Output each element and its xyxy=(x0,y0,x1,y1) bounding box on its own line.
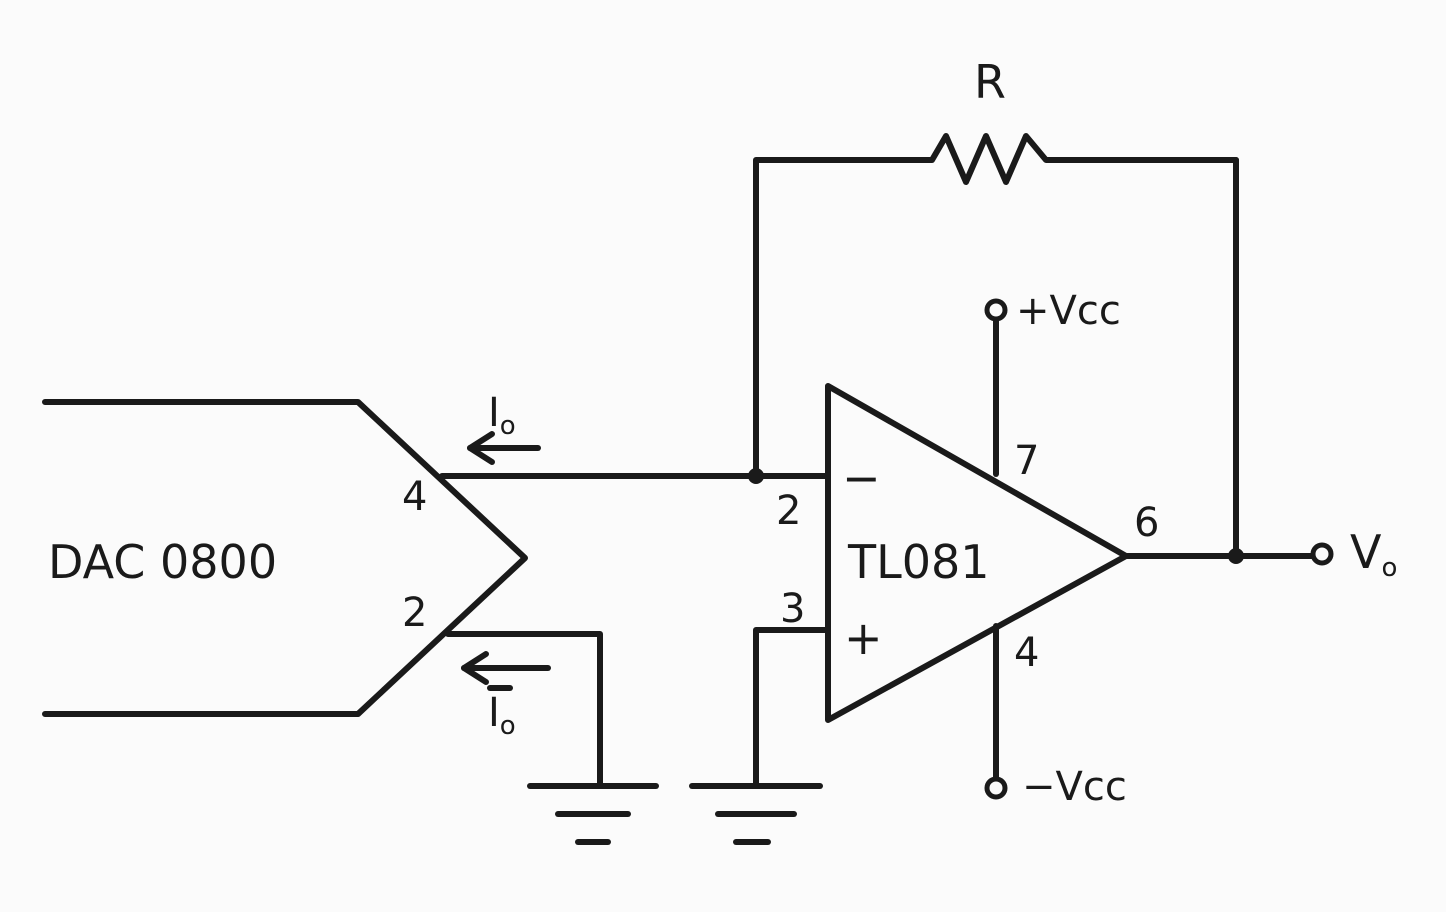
opamp-triangle xyxy=(825,383,1129,723)
negative-supply: −Vcc xyxy=(984,623,1127,810)
wire-io-bar-to-ground xyxy=(445,631,603,787)
vcc-pos-label: +Vcc xyxy=(1016,288,1121,334)
opamp-pin-6-label: 6 xyxy=(1134,500,1159,546)
ground-symbol-left xyxy=(527,783,659,845)
io-bar-label: Io xyxy=(488,690,516,741)
resistor-r xyxy=(905,133,1239,185)
dac-block: DAC 0800 4 2 xyxy=(42,399,528,717)
feedback-wire-left xyxy=(753,157,911,479)
opamp-pin-7-label: 7 xyxy=(1014,438,1039,484)
vcc-neg-terminal xyxy=(984,776,1008,800)
positive-supply: +Vcc xyxy=(984,288,1121,477)
opamp-label: TL081 xyxy=(847,535,990,589)
output: Vo xyxy=(1123,525,1397,583)
opamp-noninverting-sign: + xyxy=(844,611,883,665)
junction-inverting-node xyxy=(748,468,764,484)
dac-pin-4-label: 4 xyxy=(402,474,427,520)
io-bar-current: Io xyxy=(461,651,551,741)
io-label: Io xyxy=(488,390,516,441)
opamp-tl081: TL081 − + 2 3 7 4 6 xyxy=(776,383,1159,723)
dac-outline xyxy=(42,399,528,717)
output-terminal xyxy=(1310,542,1334,566)
opamp-inverting-sign: − xyxy=(842,451,881,505)
io-bar-arrow-head xyxy=(461,651,489,685)
dac-pin-2-label: 2 xyxy=(402,590,427,636)
opamp-pin-4-label: 4 xyxy=(1014,630,1039,676)
opamp-pin-2-label: 2 xyxy=(776,488,801,534)
io-arrow-head xyxy=(467,431,495,465)
feedback-network: R xyxy=(753,55,1239,559)
resistor-label: R xyxy=(974,55,1006,109)
vcc-pos-terminal xyxy=(984,298,1008,322)
ground-symbol-right xyxy=(689,783,823,845)
wire-noninverting-to-ground xyxy=(753,627,831,787)
opamp-pin-3-label: 3 xyxy=(780,586,805,632)
vcc-neg-label: −Vcc xyxy=(1022,764,1127,810)
dac-label: DAC 0800 xyxy=(48,535,277,589)
output-label: Vo xyxy=(1350,525,1397,583)
io-current: Io xyxy=(467,390,541,465)
